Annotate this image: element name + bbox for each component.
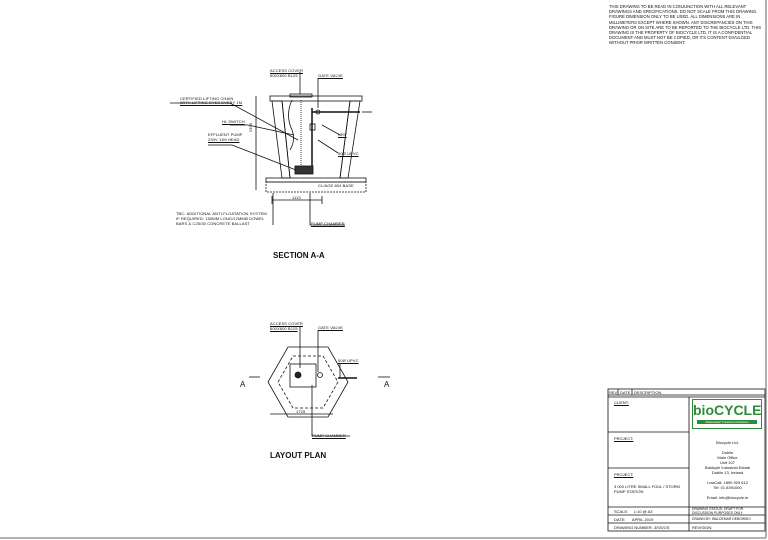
section-drawing [170, 72, 372, 226]
company-name: Biocycle Ltd. [716, 440, 739, 445]
logo-text: bioCYCLE [693, 402, 762, 418]
phone-tel: Tel: 01 8391000 [713, 485, 742, 490]
phone-lowcall: LowCall: 1890 929 612 [707, 480, 748, 485]
label-lifting-eyes: WITH LIFTING EYES EVERY 1m [180, 100, 243, 105]
plan-label-gate-valve: GATE VALVE [318, 325, 344, 330]
email: Email: info@biocycle.ie [706, 495, 749, 500]
label-base: CL/AGE 804 BASE [318, 183, 354, 188]
label-lifting-chain: CERTIFIED LIFTING CHAIN [180, 96, 234, 101]
dimension-width: 1113 [292, 195, 301, 200]
plan-label-access-cover: ACCESS COVER [270, 321, 303, 326]
label-tbc-3: BARS & C25/30 CONCRETE BALLAST [176, 221, 250, 226]
logo-tagline: Wastewater Treatment Solutions [697, 420, 757, 424]
revision: REVISION: [692, 525, 713, 530]
title-block-lines [607, 388, 766, 532]
label-tbc-2: IF REQUIRED: 150mm LONG/12mmø DOWEL [176, 216, 265, 221]
section-marker-left: A [240, 380, 246, 389]
drawn-by: DRAWN BY: WALDEMAR DEBOWSKI [692, 517, 751, 521]
project-name: 3 000 LITRE SMALL FOUL / STORM PUMP STAT… [614, 484, 680, 494]
section-marker-right: A [384, 380, 390, 389]
drawing-number: DRAWING NUMBER: 3/SS/OS [614, 525, 670, 530]
general-notes: THIS DRAWING TO BE READ IN CONJUNCTION W… [609, 4, 762, 46]
label-nrv: NRV [338, 132, 347, 137]
label-access-cover-size: 600x600 B125 [270, 73, 298, 78]
label-pipe: 50Ø uPVC [338, 151, 359, 156]
date: DATE: APRIL 2019 [614, 517, 654, 522]
rev-header-date: DATE [620, 390, 631, 395]
label-access-cover: ACCESS COVER [270, 68, 303, 73]
project-label: PROJECT: [614, 436, 634, 441]
plan-dimension-width: 1725 [296, 409, 306, 414]
plan-label-pump-chamber: PUMP CHAMBER [312, 433, 346, 438]
project2-label: PROJECT: [614, 472, 634, 477]
section-title: SECTION A-A [273, 251, 325, 260]
client-label: CLIENT: [614, 400, 629, 405]
label-hl-switch: HL SWITCH [222, 119, 245, 124]
plan-label-pipe: 50Ø uPVC [338, 358, 359, 363]
dimension-height: 2350 [248, 122, 254, 133]
rev-header-rev: REV [609, 390, 618, 395]
label-tbc-1: TBC: ADDITIONAL ANTI-FLOATATION SYSTEM [176, 211, 267, 216]
plan-label-access-cover-size: 600x600 B125 [270, 326, 298, 331]
label-pump: EFFLUENT PUMP [208, 132, 243, 137]
plan-title: LAYOUT PLAN [270, 451, 327, 460]
plan-drawing [249, 326, 390, 437]
label-pump-chamber: PUMP CHAMBER [311, 221, 345, 226]
label-gate-valve: GATE VALVE [318, 73, 344, 78]
company-address: Dublin Main Office Unit 107 Baldoyle Ind… [704, 450, 751, 475]
rev-header-description: DESCRIPTION [634, 390, 662, 395]
label-pump-spec: 230V 11m HEAD [208, 137, 240, 142]
scale: SCALE: 1:10 @ A3 [614, 509, 653, 514]
drawing-status: DRAWING STATUS: DRAFT FOR DISCUSSION PUR… [692, 507, 744, 515]
biocycle-logo: bioCYCLE Wastewater Treatment Solutions [692, 399, 762, 429]
